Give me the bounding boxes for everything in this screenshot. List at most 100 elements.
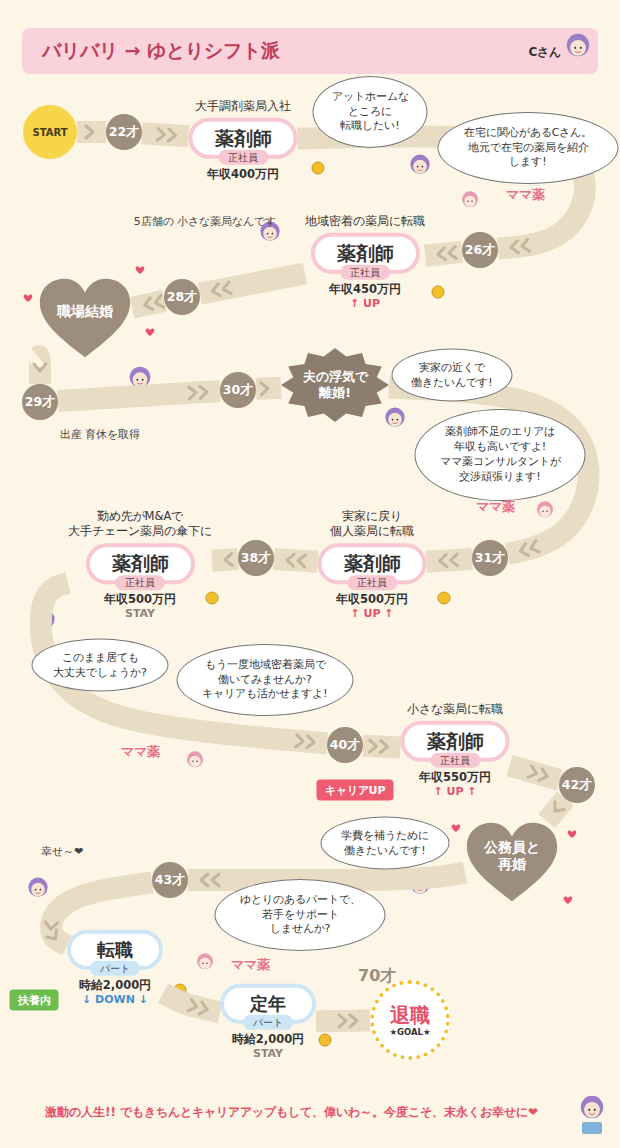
heart-decoration bbox=[24, 266, 577, 904]
arrow-head bbox=[369, 740, 377, 752]
arrow-head bbox=[86, 126, 93, 138]
age-main-text: 42才 bbox=[562, 777, 592, 794]
event-heart: 公務員と 再婚 bbox=[465, 821, 559, 903]
speech-bubble: このまま居ても 大丈夫でしょうか? bbox=[32, 639, 169, 692]
road-connector bbox=[34, 356, 46, 384]
arrow-head bbox=[199, 1002, 208, 1015]
speech-bubble: 薬剤師不足のエリアは 年収も高いですよ! ママ薬コンサルタントが 交渉頑張ります… bbox=[415, 409, 586, 501]
career-head-text: 大手調剤薬局入社 bbox=[195, 99, 291, 114]
person-icon bbox=[28, 878, 47, 897]
note-label: 5店舗の 小さな薬局なんです bbox=[134, 215, 277, 229]
goal-circle: 70才退職★GOAL★ bbox=[370, 980, 450, 1060]
arrow-head bbox=[47, 930, 61, 943]
arrow-head bbox=[143, 298, 152, 311]
book-icon bbox=[582, 1122, 602, 1134]
arrow-head bbox=[225, 553, 233, 565]
arrow-head bbox=[34, 364, 46, 371]
consultant-icon bbox=[462, 191, 478, 207]
consultant-icon bbox=[187, 751, 203, 767]
person-icon bbox=[567, 34, 589, 56]
caption: 激動の人生!! でもきちんとキャリアアップもして、偉いわ～。今度こそ、末永くお幸… bbox=[45, 1104, 538, 1121]
job-delta-text: STAY bbox=[253, 1046, 283, 1060]
age-main-text: 28才 bbox=[167, 289, 197, 306]
career-head-text: 地域密着の薬局に転職 bbox=[305, 214, 425, 229]
arrow-head bbox=[450, 554, 458, 566]
heart-main-text: 公務員と 再婚 bbox=[484, 839, 540, 874]
career-delta-text: ↑ UP bbox=[350, 296, 380, 310]
tag-badge: 扶養内 bbox=[10, 990, 59, 1011]
road-path bbox=[316, 1010, 370, 1033]
title-band bbox=[22, 28, 598, 74]
career-pill-text: 正社員 bbox=[347, 575, 397, 590]
age-main-text: 22才 bbox=[109, 124, 139, 141]
arrow-head bbox=[261, 382, 269, 394]
arrow-head bbox=[380, 741, 388, 753]
career-pay-text: 年収550万円 bbox=[419, 770, 491, 785]
badge-main-text: 扶養内 bbox=[18, 993, 51, 1008]
road-connector bbox=[132, 295, 164, 311]
age-circle: 38才 bbox=[238, 540, 274, 576]
road-path bbox=[200, 273, 305, 293]
road-connector bbox=[510, 766, 560, 783]
career-pill-text: 正社員 bbox=[218, 149, 268, 164]
age-circle: 30才 bbox=[220, 372, 256, 408]
road-path bbox=[274, 559, 318, 562]
road-connector bbox=[212, 553, 238, 565]
arrow-head bbox=[157, 128, 165, 140]
arrow-head bbox=[539, 769, 549, 782]
arrow-head bbox=[154, 295, 163, 308]
note-label: 出産 育休を取得 bbox=[60, 428, 141, 442]
note-label: 幸せ～❤ bbox=[41, 845, 83, 859]
road-path bbox=[425, 252, 462, 256]
bubble-main-text: 在宅に関心があるCさん。 地元で在宅の薬局を紹介 します! bbox=[464, 126, 593, 171]
age-main-text: 30才 bbox=[223, 382, 253, 399]
note-label: Cさん bbox=[529, 44, 562, 61]
arrow-head bbox=[437, 248, 445, 261]
arrow-head bbox=[212, 874, 219, 886]
goal-gsmall-text: ★GOAL★ bbox=[389, 1027, 430, 1037]
arrow-head bbox=[448, 247, 456, 260]
career-box: 大手調剤薬局入社薬剤師正社員年収400万円 bbox=[189, 99, 298, 182]
speech-bubble: もう一度地域密着薬局で 働いてみませんか? キャリアも活かせますよ! bbox=[177, 644, 354, 716]
heart-outline bbox=[40, 279, 130, 357]
age-circle: 42才 bbox=[559, 767, 595, 803]
speech-bubble: 実家の近くで 働きたいんです! bbox=[392, 349, 513, 402]
consultant-label: ママ薬 bbox=[231, 956, 270, 974]
career-head-text: 小さな薬局に転職 bbox=[407, 702, 503, 717]
age-circle: 31才 bbox=[472, 540, 508, 576]
road-path bbox=[363, 746, 401, 748]
title: バリバリ → ゆとりシフト派 bbox=[42, 38, 280, 64]
bubble-main-text: 実家の近くで 働きたいんです! bbox=[411, 360, 492, 390]
consultant-icon bbox=[537, 501, 553, 517]
road-connector bbox=[142, 128, 189, 141]
bubble-main-text: アットホームな ところに 転職したい! bbox=[332, 90, 409, 135]
bubble-main-text: もう一度地域密着薬局で 働いてみませんか? キャリアも活かせますよ! bbox=[202, 658, 327, 703]
job-box: 転職パート時給2,000円↓ DOWN ↓ bbox=[67, 930, 163, 1006]
arrow-head bbox=[528, 766, 538, 779]
speech-bubble: 学費を補うために 働きたいんです! bbox=[321, 817, 450, 870]
road-connector bbox=[427, 554, 473, 567]
age-main-text: 38才 bbox=[241, 550, 271, 567]
person-icon bbox=[581, 1096, 603, 1118]
event-heart: 職場結婚 bbox=[38, 277, 132, 359]
age-circle: 29才 bbox=[22, 384, 58, 420]
arrow-head bbox=[211, 284, 220, 297]
arrow-head bbox=[307, 736, 315, 749]
road-connector bbox=[425, 247, 462, 261]
arrow-head bbox=[519, 544, 529, 557]
speech-bubble: ゆとりのあるパートで、 若手をサポート しませんか? bbox=[215, 879, 386, 951]
arrow-head bbox=[189, 387, 197, 399]
bubble-main-text: 学費を補うために 働きたいんです! bbox=[341, 828, 429, 858]
start-circle: START bbox=[23, 105, 77, 159]
age-main-text: 31才 bbox=[475, 550, 505, 567]
road-path bbox=[547, 799, 566, 821]
road-path bbox=[389, 387, 589, 554]
career-box: 地域密着の薬局に転職薬剤師正社員年収450万円↑ UP bbox=[305, 214, 425, 310]
goal-gage-text: 70才 bbox=[358, 966, 396, 987]
road-path bbox=[188, 872, 465, 880]
age-circle: 43才 bbox=[152, 862, 188, 898]
age-main-text: 29才 bbox=[25, 394, 55, 411]
